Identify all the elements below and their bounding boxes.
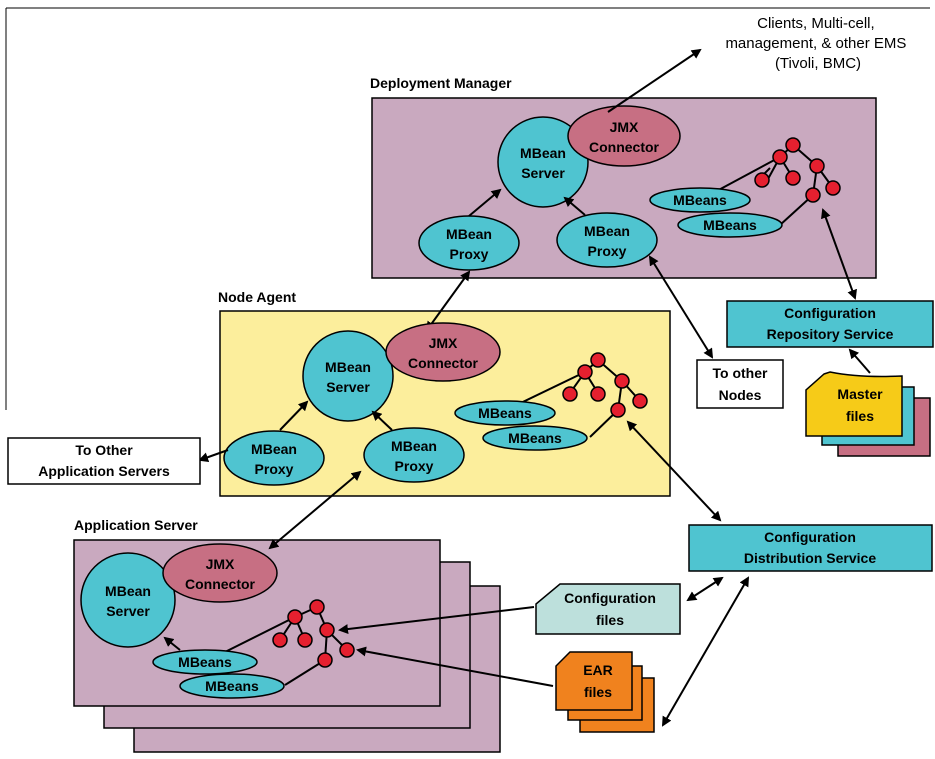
external-clients-label: Clients, Multi-cell, management, & other…: [725, 15, 910, 72]
dm-to-other-nodes-arrow: [648, 255, 714, 359]
application-server-label: Application Server: [74, 517, 198, 533]
na-to-distribution-arrow: [626, 420, 722, 522]
as-mbean-tree: [204, 599, 355, 686]
svg-text:MBeans: MBeans: [673, 192, 727, 208]
dm-to-clients-arrow: [607, 48, 702, 113]
ear-to-as-arrow: [356, 646, 554, 687]
as-mbeans-to-server-arrow: [163, 636, 181, 651]
dm-proxy2-to-server-arrow: [563, 196, 586, 216]
na-proxy2-to-server-arrow: [371, 410, 393, 431]
dm-mbeans-1: MBeans: [649, 187, 751, 213]
svg-text:MBeans: MBeans: [478, 405, 532, 421]
na-mbeans-2: MBeans: [482, 425, 588, 451]
na-to-other-app-servers-arrow: [198, 449, 229, 463]
as-mbeans-1: MBeans: [152, 649, 258, 675]
config-files-to-as-arrow: [338, 606, 535, 635]
dm-mbeans-2: MBeans: [677, 212, 783, 238]
svg-text:MBeans: MBeans: [178, 654, 232, 670]
ear-to-distribution-arrow: [661, 576, 750, 727]
svg-text:MBeans: MBeans: [508, 430, 562, 446]
config-files-to-distribution-arrow: [686, 576, 724, 602]
svg-text:MBeans: MBeans: [703, 217, 757, 233]
na-to-dm-arrow: [425, 270, 471, 332]
svg-text:MBeans: MBeans: [205, 678, 259, 694]
as-mbeans-2: MBeans: [179, 673, 285, 699]
deployment-manager-label: Deployment Manager: [370, 75, 512, 91]
as-to-na-arrow: [268, 470, 362, 550]
na-proxy1-to-server-arrow: [279, 400, 309, 431]
master-to-repo-arrow: [848, 348, 871, 374]
dm-proxy1-to-server-arrow: [468, 188, 502, 217]
na-mbeans-1: MBeans: [454, 400, 556, 426]
node-agent-label: Node Agent: [218, 289, 296, 305]
repo-to-dm-arrow: [821, 208, 857, 300]
